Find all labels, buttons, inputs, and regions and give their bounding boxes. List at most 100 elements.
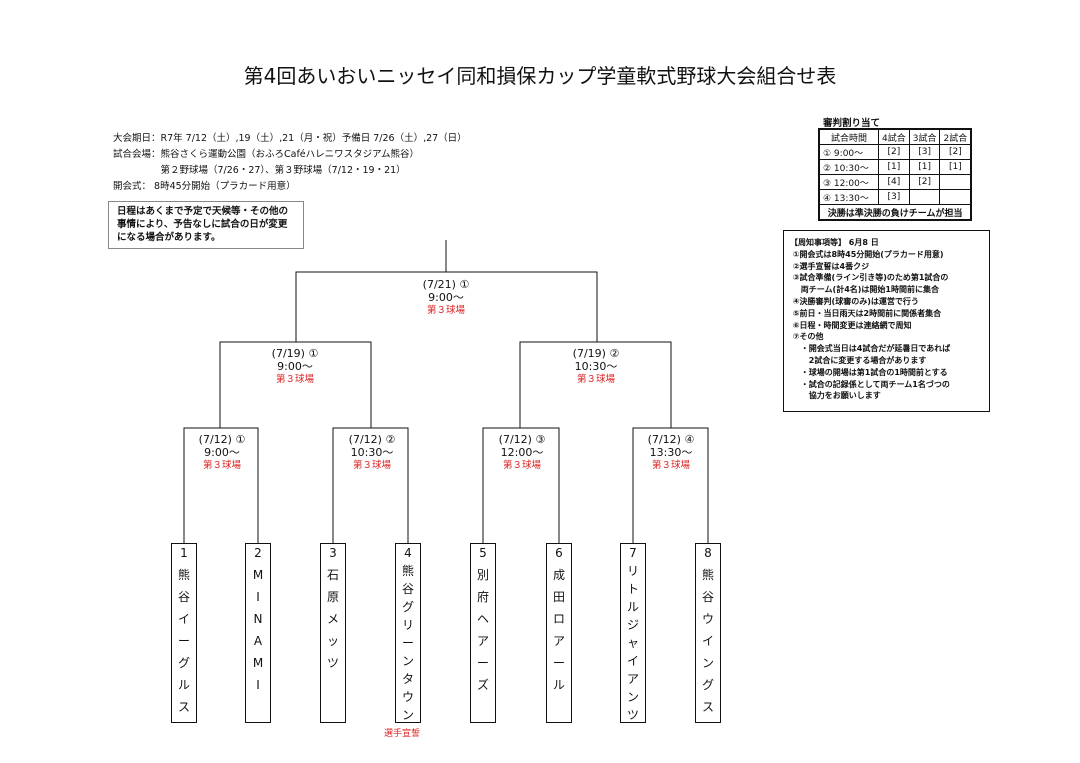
match-r3: (7/12) ③ 12:00〜 第３球場 <box>472 433 572 472</box>
team-char: 4 <box>404 546 412 560</box>
team-char: 熊 <box>401 564 414 578</box>
match-venue: 第３球場 <box>426 305 465 316</box>
team-char: リ <box>626 564 639 578</box>
team-char: ズ <box>476 678 489 692</box>
match-semi-1: (7/19) ① 9:00〜 第３球場 <box>245 347 345 386</box>
team-char: ー <box>476 656 489 670</box>
referee-table: 試合時間 4試合 3試合 2試合 ① 9:00〜 [2] [3] [2] ② 1… <box>818 128 973 221</box>
match-time: 9:00〜 <box>277 360 313 373</box>
team-char: ン <box>701 656 714 670</box>
match-r1: (7/12) ① 9:00〜 第３球場 <box>172 433 272 472</box>
match-time: 9:00〜 <box>428 291 464 304</box>
team-char: ロ <box>552 612 565 626</box>
team-char: ャ <box>626 636 639 650</box>
team-char: N <box>253 612 263 626</box>
match-r2: (7/12) ② 10:30〜 第３球場 <box>322 433 422 472</box>
oath-label: 選手宣誓 <box>384 729 421 739</box>
team-char: ア <box>552 634 565 648</box>
match-final: (7/21) ① 9:00〜 第３球場 <box>396 278 496 317</box>
match-date: (7/12) ② <box>348 433 396 446</box>
team-char: ツ <box>626 708 639 722</box>
schedule-note: 日程はあくまで予定で天候等・その他の 事情により、予告なしに試合の日が変更 にな… <box>108 201 304 249</box>
match-venue: 第３球場 <box>202 460 241 471</box>
team-char: ス <box>177 700 190 714</box>
match-time: 12:00〜 <box>500 446 544 459</box>
team-char: ツ <box>326 656 339 670</box>
team-char: グ <box>701 678 714 692</box>
match-venue: 第３球場 <box>275 374 314 385</box>
team-char: ウ <box>401 690 414 704</box>
team-char: ッ <box>326 634 339 648</box>
referee-title: 審判割り当て <box>823 118 881 129</box>
team-char: ア <box>476 634 489 648</box>
team-char: グ <box>401 600 414 614</box>
match-date: (7/12) ③ <box>498 433 546 446</box>
team-char: ン <box>401 654 414 668</box>
tournament-info: 大会期日：R7年 7/12（土）,19（土）,21（月・祝）予備日 7/26（土… <box>113 131 467 195</box>
team-char: ー <box>177 634 190 648</box>
match-venue: 第３球場 <box>352 460 391 471</box>
match-venue: 第３球場 <box>576 374 615 385</box>
team-char: ア <box>626 672 639 686</box>
team-char: イ <box>177 612 190 626</box>
team-char: 7 <box>629 546 637 560</box>
team-char: 谷 <box>701 590 714 604</box>
match-date: (7/19) ① <box>271 347 319 360</box>
team-char: グ <box>177 656 190 670</box>
team-box: 1 熊谷イーグルス <box>171 543 197 723</box>
notice-box: 【周知事項等】 6月8 日 ①開会式は8時45分開始(プラカード用意) ②選手宣… <box>783 230 990 412</box>
referee-footer-row: 決勝は準決勝の負けチームが担当 <box>818 204 972 221</box>
team-char: A <box>253 634 263 648</box>
info-dates: 大会期日：R7年 7/12（土）,19（土）,21（月・祝）予備日 7/26（土… <box>113 133 467 144</box>
team-char: 府 <box>476 590 489 604</box>
info-venue: 試合会場：熊谷さくら運動公園（おふろCaféハレニワスタジアム熊谷） <box>113 149 419 160</box>
match-time: 10:30〜 <box>350 446 394 459</box>
match-venue: 第３球場 <box>502 460 541 471</box>
team-char: 別 <box>476 568 489 582</box>
team-char: I <box>256 590 260 604</box>
match-date: (7/21) ① <box>422 278 470 291</box>
team-char: メ <box>326 612 339 626</box>
team-char: ル <box>552 678 565 692</box>
team-char: ル <box>626 600 639 614</box>
team-char: ヘ <box>476 612 489 626</box>
match-semi-2: (7/19) ② 10:30〜 第３球場 <box>546 347 646 386</box>
team-char: 8 <box>704 546 712 560</box>
team-char: 熊 <box>701 568 714 582</box>
team-char: タ <box>401 672 414 686</box>
team-char: 原 <box>326 590 339 604</box>
team-char: 成 <box>552 568 565 582</box>
match-date: (7/12) ① <box>198 433 246 446</box>
team-char: 谷 <box>401 582 414 596</box>
team-char: ー <box>401 636 414 650</box>
team-char: 石 <box>326 568 339 582</box>
team-char: M <box>252 656 264 670</box>
team-char: 1 <box>180 546 188 560</box>
match-date: (7/12) ④ <box>647 433 695 446</box>
team-char: ジ <box>626 618 639 632</box>
team-char: M <box>252 568 264 582</box>
match-time: 9:00〜 <box>204 446 240 459</box>
match-time: 13:30〜 <box>649 446 693 459</box>
team-char: 田 <box>552 590 565 604</box>
team-char: 谷 <box>177 590 190 604</box>
team-box: 5 別府ヘアーズ <box>470 543 496 723</box>
team-char: ー <box>552 656 565 670</box>
page-title: 第4回あいおいニッセイ同和損保カップ学童軟式野球大会組合せ表 <box>243 64 837 88</box>
team-char: 5 <box>479 546 487 560</box>
team-char: ル <box>177 678 190 692</box>
team-char: イ <box>701 634 714 648</box>
team-char: ス <box>701 700 714 714</box>
team-char: ン <box>626 690 639 704</box>
time-cell: ④ 13:30〜 <box>818 189 879 205</box>
match-venue: 第３球場 <box>651 460 690 471</box>
team-char: 熊 <box>177 568 190 582</box>
team-char: 6 <box>555 546 563 560</box>
team-char: 3 <box>329 546 337 560</box>
referee-footer: 決勝は準決勝の負けチームが担当 <box>818 204 972 221</box>
